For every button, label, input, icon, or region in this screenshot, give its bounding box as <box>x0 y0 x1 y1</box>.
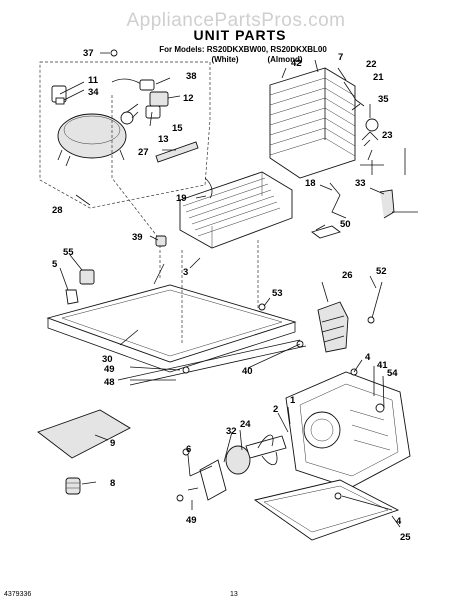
relay-parts <box>111 78 169 125</box>
screws <box>110 49 358 502</box>
callout-37: 37 <box>83 48 94 59</box>
callout-24: 24 <box>240 419 251 430</box>
compressor-group-outline <box>39 61 211 209</box>
callout-48: 48 <box>104 377 115 388</box>
callout-13: 13 <box>158 134 169 145</box>
callout-49: 49 <box>104 364 115 375</box>
callout-26: 26 <box>342 270 353 281</box>
callout-8: 8 <box>110 478 115 489</box>
grommet-8 <box>65 477 81 495</box>
callout-19: 19 <box>176 193 187 204</box>
callout-3: 3 <box>183 267 188 278</box>
callout-38: 38 <box>186 71 197 82</box>
callout-35: 35 <box>378 94 389 105</box>
callout-2: 2 <box>273 404 278 415</box>
callout-18: 18 <box>305 178 316 189</box>
tubing-40-48 <box>117 339 307 386</box>
compressor <box>51 85 127 167</box>
callout-52: 52 <box>376 266 387 277</box>
callout-50: 50 <box>340 219 351 230</box>
callout-30: 30 <box>102 354 113 365</box>
page-title: UNIT PARTS <box>194 27 287 43</box>
callout-34: 34 <box>88 87 99 98</box>
callout-40: 40 <box>242 366 253 377</box>
callout-1: 1 <box>290 395 296 406</box>
leader-lines <box>59 52 401 528</box>
color-white: (White) <box>211 55 238 64</box>
callout-21: 21 <box>373 72 384 83</box>
drier-27 <box>155 141 199 163</box>
watermark: AppliancePartsPros.com <box>126 10 345 31</box>
callout-15: 15 <box>172 123 183 134</box>
callout-33: 33 <box>355 178 366 189</box>
callout-22: 22 <box>366 59 377 70</box>
fan-motor-assembly <box>189 434 287 501</box>
footer-page-number: 13 <box>230 591 238 598</box>
callout-25: 25 <box>400 532 411 543</box>
callout-5: 5 <box>52 259 58 270</box>
evaporator-coil <box>179 171 293 249</box>
condenser-coil <box>269 67 356 179</box>
callout-28: 28 <box>52 205 63 216</box>
callout-12: 12 <box>183 93 194 104</box>
color-almond: (Almond) <box>267 55 302 64</box>
rod-52-end <box>367 316 375 324</box>
models-line: For Models: RS20DKXBW00, RS20DKXBL00 <box>159 45 327 54</box>
callout-49-b: 49 <box>186 515 197 526</box>
small-parts-left <box>65 269 95 305</box>
fan-bracket <box>285 371 411 489</box>
callout-labels: 37 11 34 38 12 15 13 27 28 42 7 22 21 35… <box>52 48 411 543</box>
footer-part-number: 4379336 <box>4 591 31 598</box>
callout-55: 55 <box>63 247 74 258</box>
callout-11: 11 <box>88 75 99 86</box>
callout-32: 32 <box>226 426 237 437</box>
callout-54: 54 <box>387 368 398 379</box>
cover-plate <box>37 409 131 459</box>
callout-6: 6 <box>186 444 191 455</box>
callout-7: 7 <box>338 52 343 63</box>
callout-9: 9 <box>110 438 115 449</box>
callout-53: 53 <box>272 288 283 299</box>
callout-27: 27 <box>138 147 149 158</box>
rod-52 <box>371 281 383 319</box>
callout-39: 39 <box>132 232 143 243</box>
drain-pan <box>253 479 400 541</box>
harness-26 <box>317 301 349 353</box>
callout-41: 41 <box>377 360 388 371</box>
callout-4-b: 4 <box>396 516 402 527</box>
callout-42: 42 <box>291 58 302 69</box>
base-frame <box>46 95 297 373</box>
fittings-right <box>311 99 418 239</box>
callout-23: 23 <box>382 130 393 141</box>
callout-4: 4 <box>365 352 371 363</box>
